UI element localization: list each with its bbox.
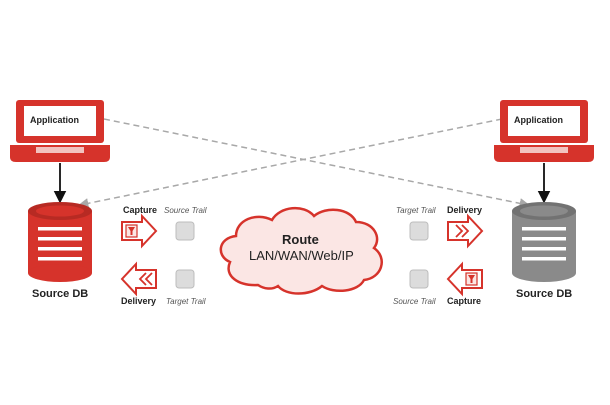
right-db-label: Source DB bbox=[516, 288, 573, 300]
dashed-link-right-app-to-left-db bbox=[77, 118, 503, 209]
cloud-icon bbox=[219, 207, 383, 295]
right-capture-label: Capture bbox=[447, 296, 482, 306]
laptop-icon bbox=[494, 100, 594, 162]
capture-icon bbox=[121, 213, 158, 249]
trail-icon bbox=[175, 269, 195, 289]
left-target-trail-label: Target Trail bbox=[166, 297, 206, 306]
right-target-trail-label: Target Trail bbox=[396, 206, 436, 215]
left-application-label: Application bbox=[30, 115, 79, 125]
right-delivery-label: Delivery bbox=[447, 205, 483, 215]
dashed-link-left-app-to-right-db bbox=[103, 118, 531, 209]
trail-icon bbox=[409, 269, 429, 289]
left-delivery-label: Delivery bbox=[121, 296, 157, 306]
right-source-trail-label: Source Trail bbox=[393, 297, 436, 306]
delivery-icon bbox=[120, 261, 157, 297]
laptop-icon bbox=[10, 100, 110, 162]
cloud-title: Route bbox=[282, 232, 319, 247]
trail-icon bbox=[409, 221, 429, 241]
left-capture-label: Capture bbox=[123, 205, 158, 215]
database-icon bbox=[28, 202, 92, 282]
delivery-icon bbox=[447, 213, 484, 249]
trail-icon bbox=[175, 221, 195, 241]
cloud-subtitle: LAN/WAN/Web/IP bbox=[249, 248, 354, 263]
left-db-label: Source DB bbox=[32, 288, 89, 300]
right-application-label: Application bbox=[514, 115, 563, 125]
left-source-trail-label: Source Trail bbox=[164, 206, 207, 215]
capture-icon bbox=[446, 261, 483, 297]
database-icon bbox=[512, 202, 576, 282]
